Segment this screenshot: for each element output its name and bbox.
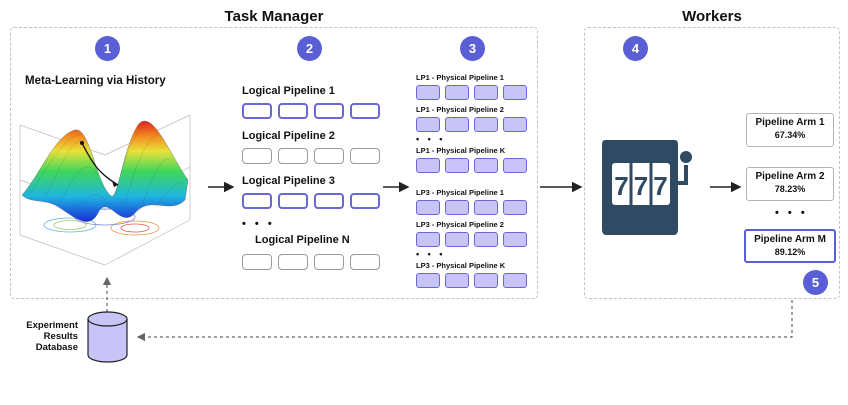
- physical-step-box: [503, 85, 527, 100]
- logical-step-box: [278, 193, 308, 209]
- physical-pipeline-label: LP3 - Physical Pipeline 1: [416, 188, 504, 197]
- svg-text:·: ·: [12, 134, 13, 138]
- physical-step-box: [445, 200, 469, 215]
- physical-ellipsis: • • •: [416, 249, 446, 259]
- arm-label: Pipeline Arm M: [754, 234, 826, 245]
- logical-step-box: [314, 148, 344, 164]
- logical-pipeline-boxes-1: [242, 103, 380, 119]
- logical-step-box: [350, 103, 380, 119]
- slot-digit: 7: [653, 171, 667, 201]
- logical-step-box: [242, 193, 272, 209]
- physical-step-box: [474, 200, 498, 215]
- physical-pipeline-label: LP1 - Physical Pipeline 2: [416, 105, 504, 114]
- physical-step-box: [474, 85, 498, 100]
- physical-step-box: [416, 232, 440, 247]
- physical-step-box: [416, 200, 440, 215]
- step-badge-5: 5: [803, 270, 828, 295]
- svg-text:·: ·: [12, 154, 13, 158]
- physical-step-box: [474, 232, 498, 247]
- workers-panel: [584, 27, 840, 299]
- physical-step-box: [445, 117, 469, 132]
- physical-ellipsis: • • •: [416, 134, 446, 144]
- logical-pipeline-label-2: Logical Pipeline 2: [242, 130, 335, 142]
- meta-learning-title: Meta-Learning via History: [25, 75, 166, 87]
- logical-step-box: [242, 254, 272, 270]
- logical-step-box: [314, 254, 344, 270]
- physical-pipeline-boxes: [416, 232, 527, 247]
- slot-machine-icon: 7 7 7: [602, 140, 692, 235]
- physical-pipeline-boxes: [416, 158, 527, 173]
- physical-step-box: [503, 158, 527, 173]
- physical-pipeline-boxes: [416, 117, 527, 132]
- arm-score: 78.23%: [774, 184, 806, 194]
- physical-step-box: [503, 232, 527, 247]
- logical-pipeline-label-1: Logical Pipeline 1: [242, 85, 335, 97]
- logical-step-box: [278, 254, 308, 270]
- pipeline-arm-2: Pipeline Arm 2 78.23%: [746, 167, 834, 201]
- workers-title: Workers: [682, 8, 742, 25]
- physical-step-box: [503, 117, 527, 132]
- logical-step-box: [278, 103, 308, 119]
- logical-step-box: [314, 103, 344, 119]
- physical-pipeline-label: LP3 - Physical Pipeline 2: [416, 220, 504, 229]
- physical-pipeline-boxes: [416, 85, 527, 100]
- slot-digit: 7: [634, 171, 648, 201]
- physical-pipeline-label: LP1 - Physical Pipeline 1: [416, 73, 504, 82]
- logical-ellipsis: • • •: [242, 218, 275, 230]
- logical-step-box: [350, 254, 380, 270]
- arm-score: 89.12%: [774, 247, 806, 257]
- physical-pipeline-boxes: [416, 200, 527, 215]
- physical-pipeline-boxes: [416, 273, 527, 288]
- step-badge-4: 4: [623, 36, 648, 61]
- physical-step-box: [416, 158, 440, 173]
- logical-step-box: [350, 148, 380, 164]
- step-badge-1: 1: [95, 36, 120, 61]
- logical-step-box: [314, 193, 344, 209]
- logical-step-box: [242, 148, 272, 164]
- physical-step-box: [445, 158, 469, 173]
- logical-step-box: [242, 103, 272, 119]
- physical-pipeline-label: LP3 - Physical Pipeline K: [416, 261, 506, 270]
- svg-text:·: ·: [12, 214, 13, 218]
- logical-pipeline-label-3: Logical Pipeline 3: [242, 175, 335, 187]
- physical-step-box: [416, 85, 440, 100]
- database-label: Experiment Results Database: [26, 320, 78, 353]
- physical-step-box: [445, 85, 469, 100]
- physical-step-box: [474, 117, 498, 132]
- pipeline-arm-m: Pipeline Arm M 89.12%: [744, 229, 836, 263]
- step-badge-2: 2: [297, 36, 322, 61]
- svg-text:·: ·: [12, 194, 13, 198]
- physical-step-box: [416, 117, 440, 132]
- database-icon: [87, 311, 128, 363]
- physical-step-box: [474, 273, 498, 288]
- task-manager-title: Task Manager: [224, 8, 324, 25]
- arm-label: Pipeline Arm 2: [755, 171, 825, 182]
- svg-text:·: ·: [12, 174, 13, 178]
- logical-pipeline-boxes-2: [242, 148, 380, 164]
- logical-pipeline-label-n: Logical Pipeline N: [255, 234, 350, 246]
- logical-step-box: [350, 193, 380, 209]
- physical-step-box: [445, 232, 469, 247]
- pipeline-arm-1: Pipeline Arm 1 67.34%: [746, 113, 834, 147]
- logical-pipeline-boxes-3: [242, 193, 380, 209]
- logical-step-box: [278, 148, 308, 164]
- logical-pipeline-boxes-n: [242, 254, 380, 270]
- physical-step-box: [474, 158, 498, 173]
- arm-label: Pipeline Arm 1: [755, 117, 825, 128]
- physical-step-box: [416, 273, 440, 288]
- physical-pipeline-label: LP1 - Physical Pipeline K: [416, 146, 506, 155]
- task-manager-panel: [10, 27, 538, 299]
- arm-score: 67.34%: [774, 130, 806, 140]
- physical-step-box: [503, 273, 527, 288]
- arms-ellipsis: • • •: [775, 207, 808, 219]
- step-badge-3: 3: [460, 36, 485, 61]
- physical-step-box: [445, 273, 469, 288]
- slot-digit: 7: [614, 171, 628, 201]
- physical-step-box: [503, 200, 527, 215]
- loss-surface-plot: · · · · ·: [12, 114, 191, 266]
